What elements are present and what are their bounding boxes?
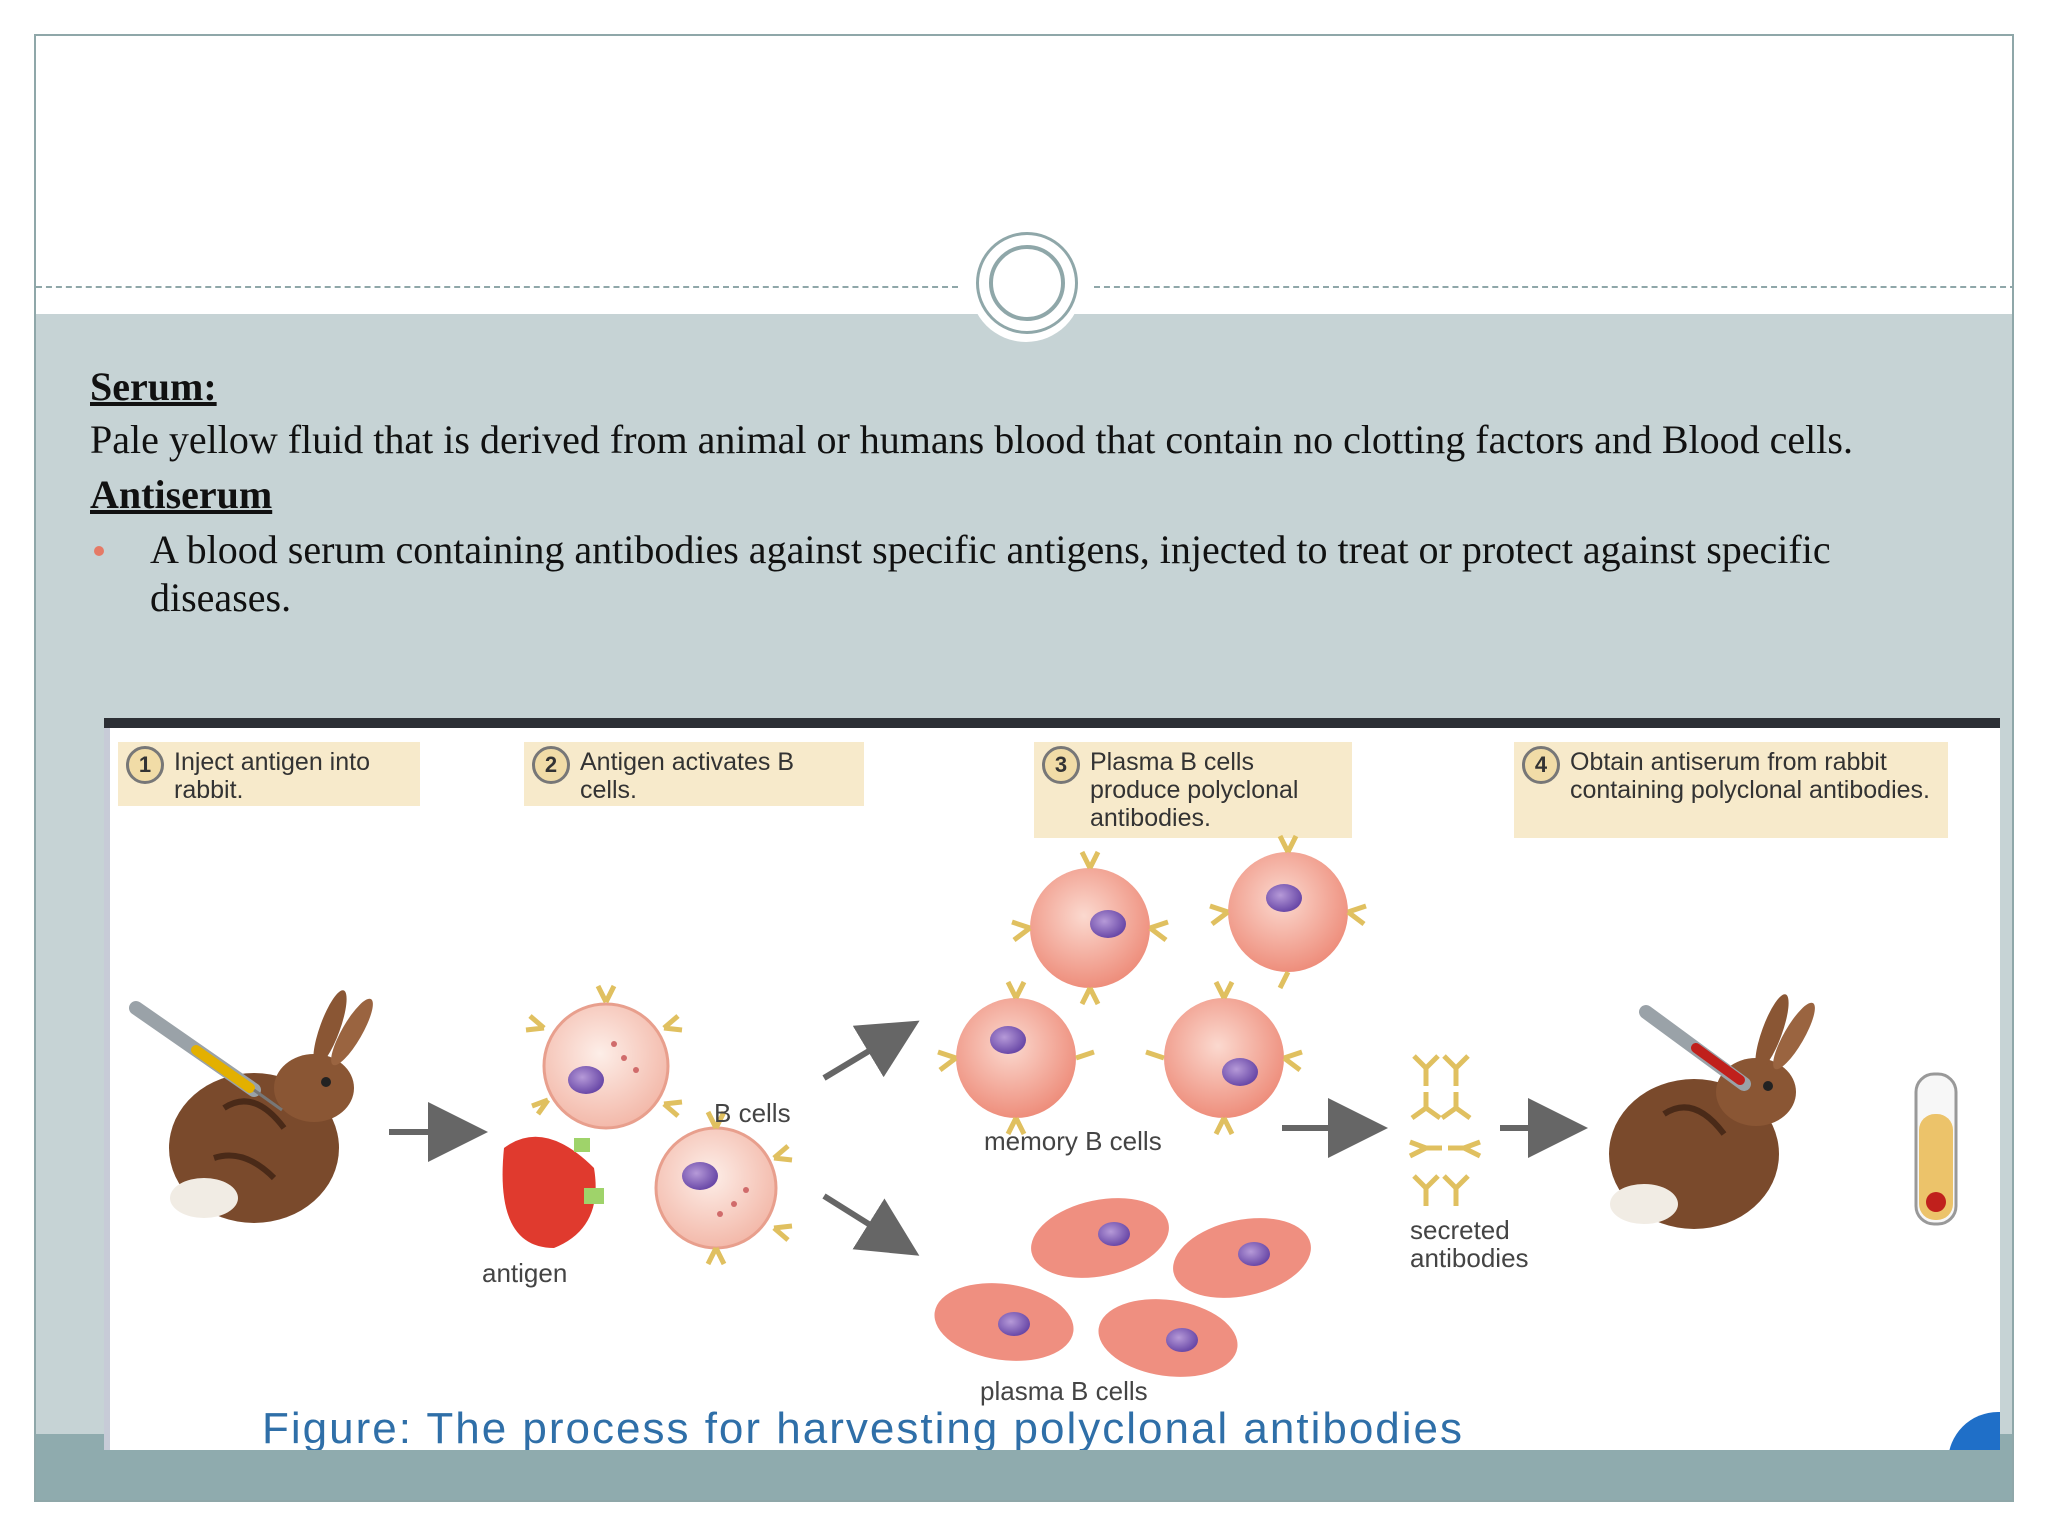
serum-heading: Serum: [90,364,217,409]
divider-left [36,286,958,288]
step-1-text: Inject antigen into rabbit. [174,748,370,804]
memory-b-cells-icon [937,834,1367,1136]
plasma-b-cells-icon [934,1198,1311,1377]
step-2: 2 Antigen activates B cells. [524,742,864,806]
slide-frame: Serum: Pale yellow fluid that is derived… [34,34,2014,1502]
figure-caption: Figure: The process for harvesting polyc… [262,1404,1465,1450]
label-b-cells: B cells [714,1098,791,1128]
step-2-number: 2 [532,746,570,784]
step-4-text: Obtain antiserum from rabbit containing … [1570,748,1930,804]
step-1: 1 Inject antigen into rabbit. [118,742,420,806]
step-3: 3 Plasma B cells produce polyclonal anti… [1034,742,1352,838]
antiserum-heading: Antiserum [90,472,273,517]
step-4-number: 4 [1522,746,1560,784]
label-memory-b-cells: memory B cells [984,1126,1162,1156]
bullet-item: A blood serum containing antibodies agai… [90,526,1960,622]
rabbit-right-icon [1609,994,1815,1229]
test-tube-icon [1914,1072,1958,1226]
text-content: Serum: Pale yellow fluid that is derived… [90,362,1960,622]
divider-right [1094,286,2012,288]
antigen-icon [502,1136,604,1248]
step-2-text: Antigen activates B cells. [580,748,795,804]
step-4: 4 Obtain antiserum from rabbit containin… [1514,742,1948,838]
antibodies-icon [1408,1054,1482,1206]
syringe-left-icon [129,1001,283,1112]
illustration [129,834,1958,1377]
figure-edge [104,728,110,1450]
ring-inner [989,245,1065,321]
antiserum-definition: A blood serum containing antibodies agai… [150,527,1831,620]
serum-definition: Pale yellow fluid that is derived from a… [90,417,1853,462]
polyclonal-antibody-figure: 1 Inject antigen into rabbit. 2 Antigen … [104,718,2000,1450]
step-1-number: 1 [126,746,164,784]
bullet-icon [90,526,150,622]
syringe-right-icon [1639,1005,1751,1091]
step-3-text: Plasma B cells produce polyclonal antibo… [1090,748,1299,832]
b-cell-bottom-icon [654,1110,793,1266]
label-antigen: antigen [482,1258,568,1288]
label-plasma-b-cells: plasma B cells [980,1376,1148,1406]
b-cell-top-icon [525,984,683,1130]
rabbit-left-icon [169,990,373,1223]
decorative-ring-icon [976,232,1078,334]
step-3-number: 3 [1042,746,1080,784]
label-secreted-antibodies: secreted antibodies [1410,1215,1529,1273]
